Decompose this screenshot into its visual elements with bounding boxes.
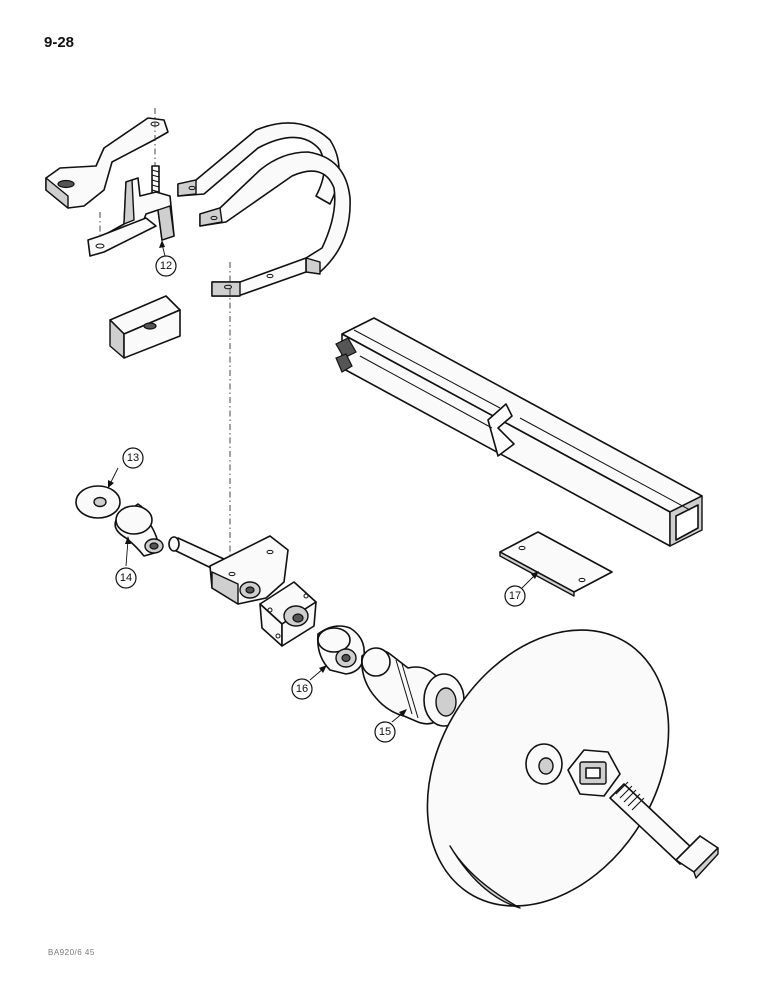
spring-shank-front [199, 151, 351, 275]
spool-long [360, 647, 465, 727]
callout-label-13: 13 [127, 452, 139, 464]
mounting-plate [109, 295, 181, 359]
disc-blade [426, 629, 670, 909]
callout-12: 12 [155, 240, 177, 277]
callout-13: 13 [108, 447, 144, 488]
shank-lower-leg [211, 257, 307, 297]
callout-label-12: 12 [160, 260, 172, 272]
bearing-housing [209, 535, 289, 605]
callout-label-17: 17 [509, 590, 521, 602]
flange-bearing [259, 581, 317, 647]
upper-bracket-arm [45, 117, 169, 209]
hex-washer [567, 749, 621, 797]
square-tube [335, 317, 703, 547]
callout-label-16: 16 [296, 683, 308, 695]
callout-16: 16 [291, 665, 327, 700]
callout-label-15: 15 [379, 726, 391, 738]
callout-17: 17 [504, 571, 539, 607]
spring-shank-back [177, 122, 340, 205]
carriage-bolt [609, 781, 719, 879]
callout-label-14: 14 [120, 572, 132, 584]
callout-14: 14 [115, 536, 137, 589]
bearing-cup [316, 625, 366, 675]
washer [75, 485, 121, 519]
callout-15: 15 [374, 709, 407, 743]
spool-end [114, 503, 164, 557]
figure-code: BA920/6 45 [48, 948, 95, 957]
page-number: 9-28 [44, 34, 75, 51]
